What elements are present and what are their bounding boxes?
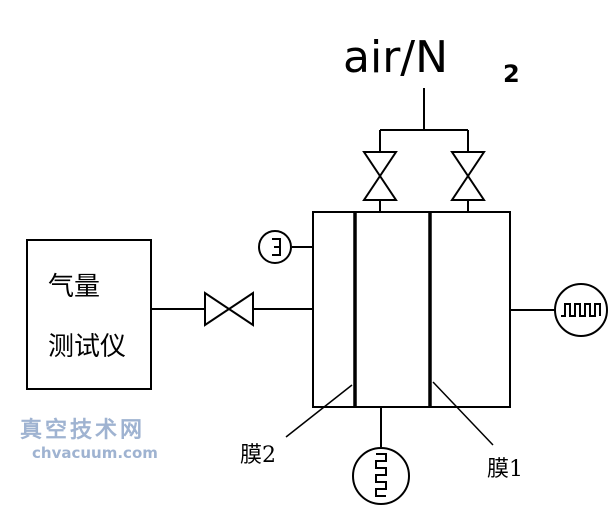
gas-meter-label-line1: 气量 [48,272,100,302]
gas-label-subscript: 2 [503,60,520,88]
supply-piping [379,88,469,212]
pressure-gauge-icon [258,230,292,264]
gas-label-main: air/N [343,32,448,83]
signal-recorder-icon [554,283,608,337]
bottom-sensor-icon [352,447,410,505]
membrane-1-leader [432,381,494,446]
watermark-cn: 真空技术网 [20,417,145,443]
gas-meter-box [26,239,152,390]
membrane-2-leader [285,384,353,438]
permeation-cell [312,211,511,408]
membrane-2-label: 膜2 [240,443,276,468]
watermark-en: chvacuum.com [32,444,158,462]
gas-meter-label-line2: 测试仪 [48,332,126,362]
left-inlet-valve [362,151,398,201]
right-inlet-valve [450,151,486,201]
outlet-valve [204,291,254,327]
membrane-1-label: 膜1 [487,457,523,482]
